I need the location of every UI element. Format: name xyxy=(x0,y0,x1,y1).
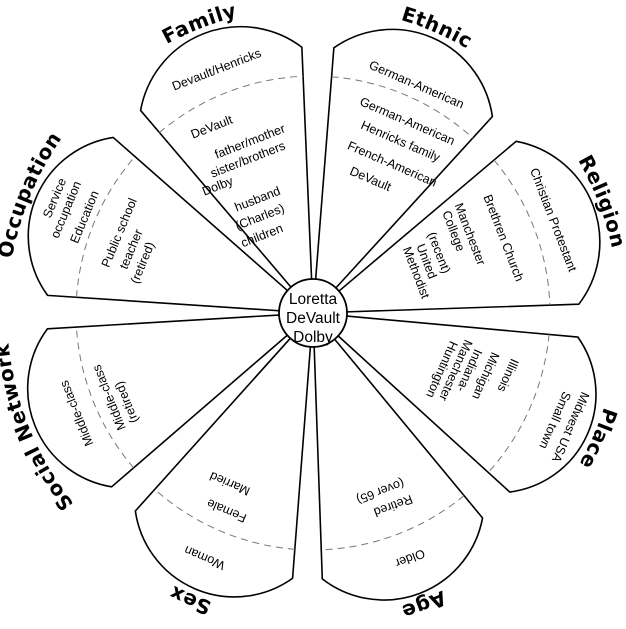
ring-divider xyxy=(75,327,134,469)
wedge-social-network: Social NetworkMiddle-classMiddle-class(r… xyxy=(0,314,288,516)
center-hub: Loretta DeVault Dolby xyxy=(278,278,348,348)
wedge-outline xyxy=(338,140,601,313)
wedge-outline xyxy=(27,136,288,312)
wedge-outline xyxy=(337,315,597,493)
ring-divider xyxy=(487,334,550,473)
center-name-line: DeVault xyxy=(286,310,341,327)
center-name-line: Loretta xyxy=(289,291,338,308)
wedge-outline xyxy=(314,28,494,289)
ring-divider xyxy=(154,489,295,550)
ring-divider xyxy=(493,159,551,306)
ring-divider xyxy=(331,76,474,139)
ring-divider xyxy=(76,156,136,298)
ring-divider xyxy=(321,495,465,551)
wedge-outline xyxy=(313,338,484,601)
wedge-outline xyxy=(139,25,313,288)
center-name-line: Dolby xyxy=(293,329,333,346)
wedge-family: FamilyDevault/HenricksDeVaultfather/moth… xyxy=(139,0,313,288)
ring-divider xyxy=(159,75,304,133)
wedge-ethnic: EthnicGerman-AmericanGerman-AmericanHenr… xyxy=(314,2,494,289)
wedge-outline xyxy=(26,314,288,488)
wedge-outline xyxy=(134,337,312,598)
center-circle xyxy=(278,278,348,348)
